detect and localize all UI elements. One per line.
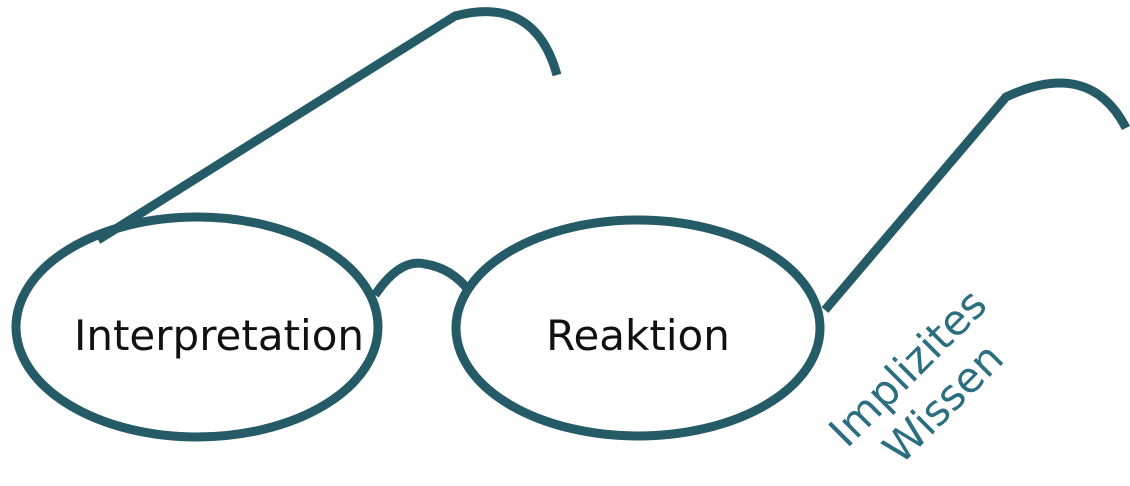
side-label: Implizites Wissen [819,279,1013,473]
left-temple-arm [95,7,562,244]
right-lens [451,215,825,441]
left-lens-label: Interpretation [74,311,364,360]
right-temple-arm [821,78,1130,313]
left-lens [11,212,383,442]
bridge [371,258,474,298]
right-lens-label: Reaktion [546,311,730,360]
